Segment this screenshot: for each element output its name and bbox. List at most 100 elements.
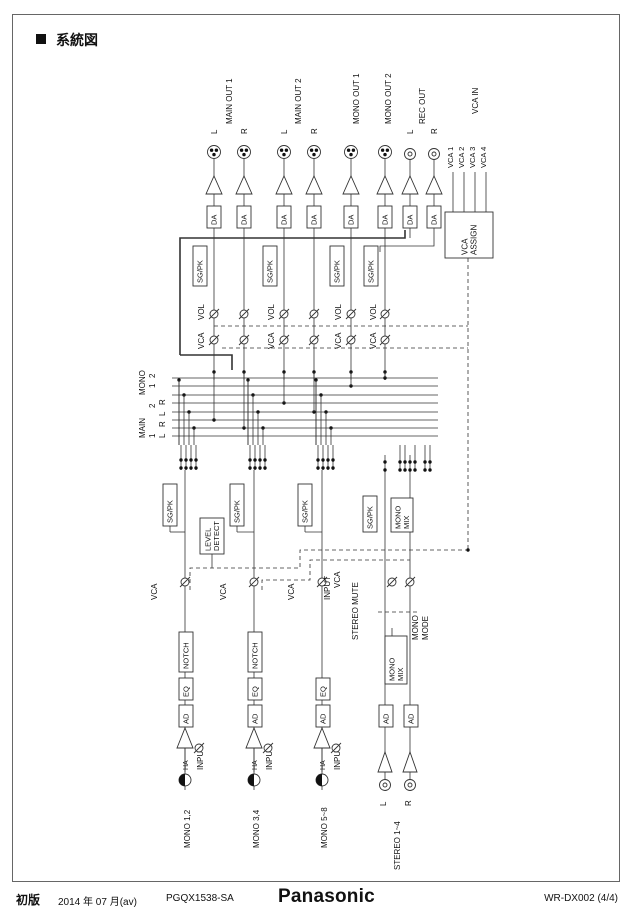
xlr-out-connector-icon-pin bbox=[309, 148, 314, 152]
label-channel-vca: VCA bbox=[219, 583, 228, 600]
volume-control-symbol-arrow bbox=[278, 308, 290, 320]
master-sgpk-meter-label: SG/PK bbox=[196, 260, 205, 283]
head-amp-symbol bbox=[245, 726, 263, 749]
label-channel-vca: VCA bbox=[150, 583, 159, 600]
xlr-out-connector-icon bbox=[277, 145, 291, 159]
bus-send-dot bbox=[184, 458, 188, 462]
label-channel-l: L bbox=[280, 129, 289, 134]
vca-control-line bbox=[189, 549, 468, 590]
notch-filter-label: NOTCH bbox=[182, 642, 191, 669]
combo-input-connector-icon-half bbox=[316, 774, 322, 786]
label-mono-mode-2: MODE bbox=[421, 616, 430, 640]
level-detect-label: DETECT bbox=[212, 521, 221, 551]
bus-send-dot bbox=[428, 468, 432, 472]
xlr-out-connector-icon-pin bbox=[209, 148, 214, 152]
label-vca: VCA bbox=[197, 332, 206, 349]
stereo-input-amplifier bbox=[402, 750, 418, 773]
label-bus-lr: R bbox=[158, 399, 167, 405]
equalizer-box bbox=[315, 677, 331, 701]
label-channel-l: L bbox=[406, 129, 415, 134]
label-stereo-l: L bbox=[379, 801, 388, 806]
head-amp-symbol bbox=[176, 726, 194, 749]
label-bus-main-1: 1 bbox=[148, 433, 157, 438]
output-driver-amplifier bbox=[342, 174, 360, 195]
output-driver-amplifier bbox=[275, 174, 293, 195]
ad-converter-box bbox=[247, 704, 263, 728]
ad-converter-label: AD bbox=[407, 713, 416, 724]
bus-send-dot bbox=[248, 458, 252, 462]
rec-driver-amplifier bbox=[425, 174, 443, 195]
bus-send-dot bbox=[423, 460, 427, 464]
bus-send-dot bbox=[413, 460, 417, 464]
label-vca-in: VCA IN bbox=[471, 88, 480, 114]
rec-out-line bbox=[379, 228, 435, 252]
page-frame bbox=[12, 14, 620, 882]
rec-driver-amplifier bbox=[401, 174, 419, 195]
xlr-out-connector-icon bbox=[344, 145, 358, 159]
bus-send-dot bbox=[189, 466, 193, 470]
bus-send-dot bbox=[428, 460, 432, 464]
label-channel-r: R bbox=[430, 128, 439, 134]
volume-control-symbol-arrow bbox=[379, 308, 391, 320]
ad-converter-label: AD bbox=[182, 713, 191, 724]
vca-control-line bbox=[261, 559, 410, 590]
head-amp-symbol bbox=[313, 726, 331, 749]
xlr-out-connector-icon-pin bbox=[214, 148, 219, 152]
bus-send-dot bbox=[331, 458, 335, 462]
brand-logo: Panasonic bbox=[278, 886, 375, 907]
notch-filter-box bbox=[178, 631, 194, 673]
output-driver-amplifier bbox=[205, 174, 223, 195]
equalizer-label: EQ bbox=[251, 686, 260, 697]
footer-date: 2014 年 07 月(av) bbox=[58, 897, 137, 908]
bus-send-dot bbox=[383, 460, 387, 464]
bus-send-dot bbox=[316, 458, 320, 462]
master-vca-symbol-arrow bbox=[308, 334, 320, 346]
master-sgpk-meter-box bbox=[363, 245, 379, 287]
label-stereo-mute: STEREO MUTE bbox=[351, 582, 360, 640]
label-main-out-1: MAIN OUT 1 bbox=[225, 78, 234, 124]
mono-mix-label: MONO bbox=[393, 506, 402, 529]
label-main-out-2: MAIN OUT 2 bbox=[294, 78, 303, 124]
label-vol: VOL bbox=[197, 303, 206, 320]
bus-send-dot bbox=[423, 468, 427, 472]
xlr-out-connector-icon-pin bbox=[242, 152, 246, 157]
label-mono-out-2: MONO OUT 2 bbox=[384, 73, 393, 124]
channel-vca-symbol-arrow bbox=[179, 576, 191, 588]
label-input-mono-5-8: MONO 5~8 bbox=[320, 807, 329, 848]
da-converter-label: DA bbox=[347, 215, 356, 225]
xlr-out-connector-icon-pin bbox=[212, 152, 216, 157]
label-input-vca: INPUT bbox=[323, 576, 332, 600]
bus-send-dot bbox=[408, 468, 412, 472]
mono-mix-mode-label: MONO bbox=[387, 658, 396, 681]
da-converter-label: DA bbox=[210, 215, 219, 225]
page-heading: 系統図 bbox=[36, 30, 98, 50]
page-title: 系統図 bbox=[56, 32, 98, 48]
master-vca-symbol-arrow bbox=[238, 334, 250, 346]
rca-out-connector-icon-center bbox=[431, 151, 437, 157]
xlr-out-connector-icon-pin bbox=[314, 148, 319, 152]
meter-bracket-line bbox=[180, 354, 233, 370]
xlr-out-connector-icon-pin bbox=[351, 148, 356, 152]
equalizer-label: EQ bbox=[182, 686, 191, 697]
stereo-input-connector-icon-center bbox=[407, 782, 413, 788]
rca-out-connector-icon-center bbox=[407, 151, 413, 157]
label-vca-in-1: VCA 1 bbox=[446, 147, 455, 168]
xlr-out-connector-icon-pin bbox=[279, 148, 284, 152]
stereo-vca-symbol-arrow bbox=[386, 576, 398, 588]
xlr-out-connector-icon bbox=[237, 145, 251, 159]
label-channel-r: R bbox=[240, 128, 249, 134]
label-vol: VOL bbox=[334, 303, 343, 320]
label-vol: VOL bbox=[267, 303, 276, 320]
square-bullet-icon bbox=[36, 34, 46, 44]
bus-send-dot bbox=[398, 460, 402, 464]
bus-send-dot bbox=[403, 468, 407, 472]
bus-send-dot bbox=[383, 468, 387, 472]
xlr-out-connector-icon-pin bbox=[385, 148, 390, 152]
label-input-gain: INPUT bbox=[333, 746, 342, 770]
label-vca-in-3: VCA 3 bbox=[468, 147, 477, 168]
bus-send-dot bbox=[321, 466, 325, 470]
xlr-out-connector-icon-pin bbox=[244, 148, 249, 152]
output-driver-amplifier bbox=[376, 174, 394, 195]
level-detect-box bbox=[199, 517, 225, 555]
